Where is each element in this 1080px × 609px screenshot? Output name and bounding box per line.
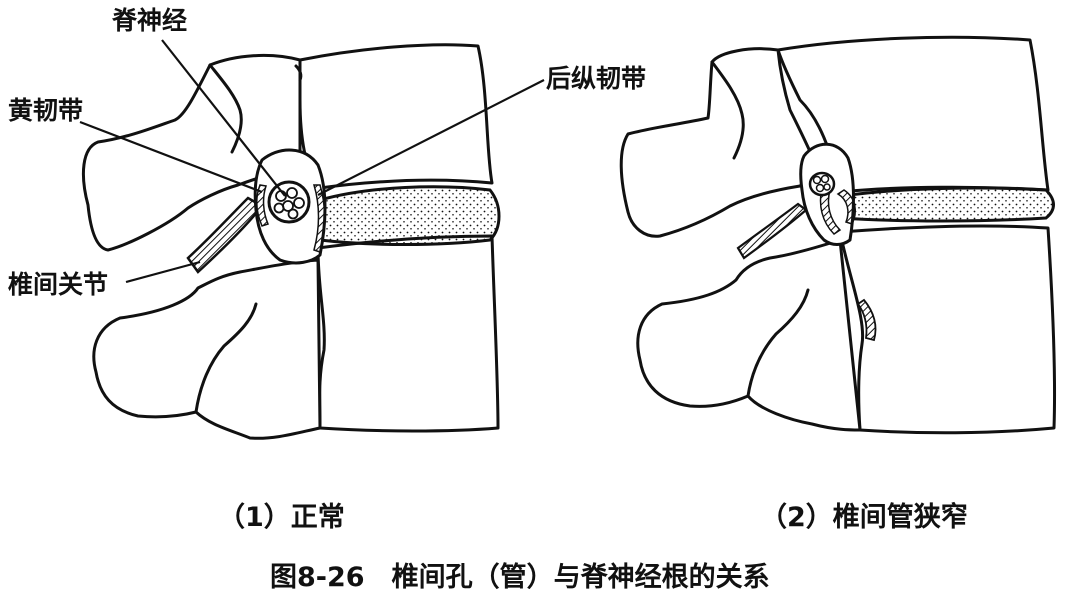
label-ligamentum-flavum: 黄韧带 <box>8 98 83 123</box>
normal-spine-diagram <box>80 40 544 438</box>
caption-normal: （1）正常 <box>218 504 345 531</box>
intervertebral-disc <box>314 187 499 245</box>
lower-vertebral-arch-2 <box>638 240 860 430</box>
label-posterior-longitudinal-ligament: 后纵韧带 <box>546 66 646 91</box>
stenosis-spine-diagram <box>621 37 1054 433</box>
facet-joint <box>188 198 262 272</box>
label-spinal-nerve: 脊神经 <box>112 8 187 33</box>
upper-vertebral-body <box>299 45 493 188</box>
compressed-spinal-nerve <box>810 173 834 195</box>
figure-caption: 图8-26 椎间孔（管）与脊神经根的关系 <box>270 564 770 591</box>
narrowed-disc <box>838 188 1054 221</box>
caption-stenosis: （2）椎间管狭窄 <box>760 504 968 531</box>
lower-vertebral-body <box>318 236 498 431</box>
leader-facet-joint <box>126 262 200 282</box>
label-facet-joint: 椎间关节 <box>8 272 108 297</box>
spinal-nerve <box>269 182 309 222</box>
lower-vertebral-arch <box>94 260 320 438</box>
facet-joint-2 <box>738 204 806 258</box>
